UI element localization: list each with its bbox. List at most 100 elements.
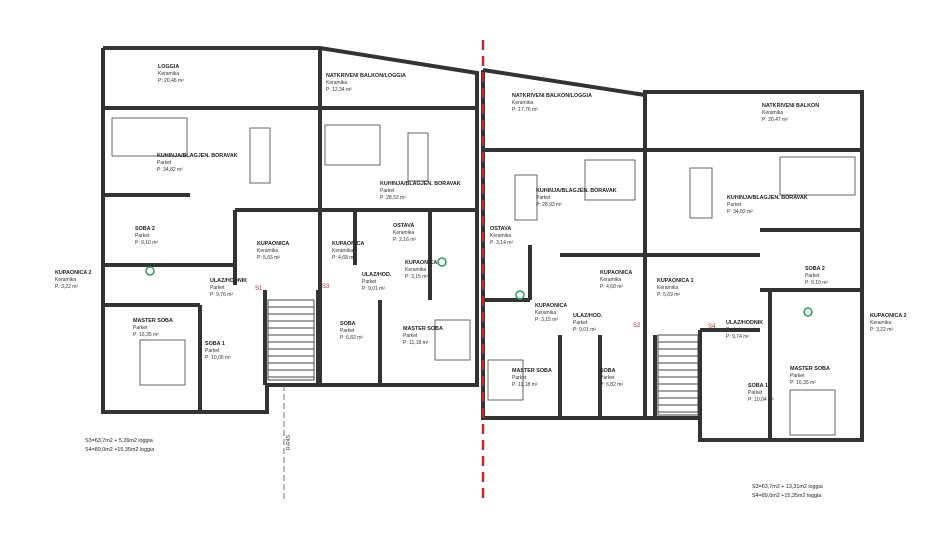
sofa [584, 159, 636, 201]
room-name: ULAZ/HOD. [573, 313, 603, 319]
room-name: ULAZ/HOD. [362, 272, 392, 278]
room-finish: Parket [727, 202, 742, 208]
room-finish: Keramika [870, 320, 891, 326]
room-finish: Keramika [393, 230, 414, 236]
room-finish: Parket [726, 327, 741, 333]
sofa [111, 117, 188, 157]
room-area: P: 5,65 m² [257, 255, 280, 261]
room-area: P: 6,82 m² [600, 382, 623, 388]
room-name: KUPAONICA [332, 241, 364, 247]
room-finish: Keramika [600, 277, 621, 283]
room-name: OSTAVA [393, 223, 414, 229]
room-name: KUPAONICA [405, 260, 437, 266]
room-area: P: 28,53 m² [380, 195, 406, 201]
room-name: ULAZ/HODNIK [726, 320, 763, 326]
room-area: P: 20,47 m² [762, 117, 788, 123]
marker: S4 [708, 324, 716, 330]
room-finish: Parket [157, 160, 172, 166]
room-finish: Parket [380, 188, 395, 194]
room-name: SOBA [340, 321, 356, 327]
room-finish: Keramika [326, 80, 347, 86]
room-finish: Keramika [405, 267, 426, 273]
room-name: KUPAONICA 2 [55, 270, 92, 276]
room-area: P: 4,68 m² [332, 255, 355, 261]
room-name: NATKRIVENI BALKON [762, 103, 819, 109]
sofa [324, 124, 381, 166]
marker: S1 [255, 286, 263, 292]
room-finish: Keramika [762, 110, 783, 116]
marker: S3 [322, 284, 330, 290]
room-area: P: 9,10 m² [135, 240, 158, 246]
room-finish: Parket [536, 195, 551, 201]
sink-icon [437, 257, 447, 267]
room-finish: Parket [210, 285, 225, 291]
sink-icon [515, 290, 525, 300]
room-finish: Parket [512, 375, 527, 381]
room-name: KUHINJA/BLAGJEN. BORAVAK [380, 181, 461, 187]
room-name: SOBA 1 [205, 341, 225, 347]
room-finish: Parket [600, 375, 615, 381]
room-area: P: 16,35 m² [790, 380, 816, 386]
room-area: P: 4,68 m² [600, 284, 623, 290]
stair [267, 299, 315, 381]
bed [434, 319, 471, 361]
room-finish: Parket [790, 373, 805, 379]
room-name: SOBA 2 [805, 266, 825, 272]
room-area: P: 20,46 m² [158, 78, 184, 84]
room-name: KUPAONICA [535, 303, 567, 309]
bed [139, 339, 186, 386]
room-finish: Parket [403, 333, 418, 339]
marker: S2 [633, 323, 641, 329]
room-area: P: 16,35 m² [133, 332, 159, 338]
room-name: KUPAONICA [600, 270, 632, 276]
stairs [267, 299, 699, 416]
dining-table [407, 132, 429, 182]
room-finish: Parket [205, 348, 220, 354]
room-finish: Parket [805, 273, 820, 279]
room-finish: Parket [362, 279, 377, 285]
room-area: P: 9,10 m² [805, 280, 828, 286]
room-name: SOBA 2 [135, 226, 155, 232]
dining-table [249, 127, 271, 184]
room-area: P: 10,06 m² [205, 355, 231, 361]
room-area: P: 17,76 m² [512, 107, 538, 113]
room-area: P: 6,82 m² [340, 335, 363, 341]
sink-icon [803, 307, 813, 317]
room-area: P: 3,22 m² [870, 327, 893, 333]
room-area: P: 34,82 m² [157, 167, 183, 173]
dining-table [689, 167, 713, 219]
room-name: SOBA [600, 368, 616, 374]
room-area: P: 9,01 m² [573, 327, 596, 333]
room-finish: Keramika [158, 71, 179, 77]
room-finish: Keramika [55, 277, 76, 283]
room-name: MASTER SOBA [790, 366, 830, 372]
room-name: KUPAONICA [257, 241, 289, 247]
room-finish: Parket [340, 328, 355, 334]
room-name: SOBA 1 [748, 383, 768, 389]
room-name: LOGGIA [158, 64, 179, 70]
dining-table [514, 174, 538, 221]
room-finish: Keramika [257, 248, 278, 254]
room-area: P: 3,15 m² [405, 274, 428, 280]
